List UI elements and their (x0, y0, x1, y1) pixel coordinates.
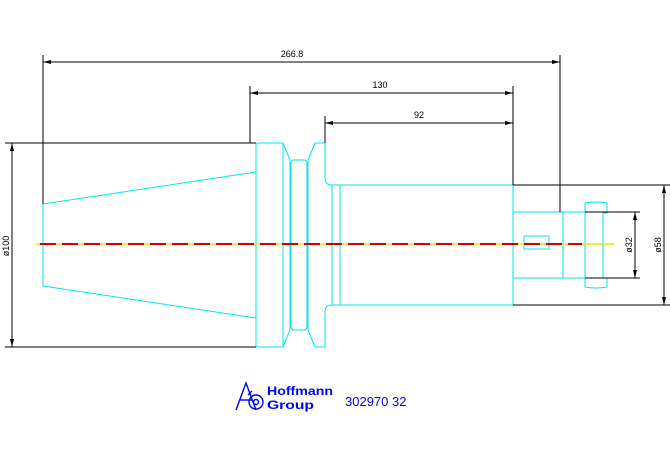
dim-dia58-label: ø58 (653, 237, 663, 253)
clamping-nut (562, 211, 586, 279)
collar-chamfer-bottom (307, 329, 316, 348)
arrow-overall-right (552, 60, 560, 64)
arrow-dia32-top (633, 212, 637, 220)
arrow-92-right (505, 121, 513, 125)
logo-line1: Hoffmann (267, 384, 333, 398)
arrow-92-left (325, 121, 333, 125)
dimension-arrowheads (10, 60, 666, 347)
dim-92-label: 92 (414, 110, 424, 120)
arrow-dia100-top (10, 143, 14, 151)
arrow-dia100-bottom (10, 339, 14, 347)
arrow-130-right (505, 91, 513, 95)
logo-line2: Group (267, 398, 314, 412)
pin-slot (523, 235, 550, 250)
dim-dia100-label: ø100 (1, 236, 11, 257)
taper-top-edge (42, 171, 257, 205)
arrow-130-left (250, 91, 258, 95)
arrow-dia32-bottom (633, 270, 637, 278)
collar-chamfer-top (307, 142, 316, 161)
nut-teeth (584, 201, 608, 289)
hoffmann-emblem-icon (235, 380, 264, 411)
tool-holder-outline (42, 142, 608, 348)
dimension-lines (5, 55, 670, 348)
arrow-dia58-top (662, 185, 666, 193)
part-number: 302970 32 (345, 394, 406, 409)
dim-overall-length-label: 266.8 (281, 49, 304, 59)
flange-chamfer-bottom (282, 329, 291, 348)
dim-130-label: 130 (372, 80, 387, 90)
arrow-overall-left (43, 60, 51, 64)
taper-bottom-edge (42, 285, 257, 319)
dim-dia32-label: ø32 (624, 237, 634, 253)
flange-chamfer-top (282, 142, 291, 161)
arrow-dia58-bottom (662, 297, 666, 305)
hoffmann-group-logo: Hoffmann Group (235, 380, 333, 412)
